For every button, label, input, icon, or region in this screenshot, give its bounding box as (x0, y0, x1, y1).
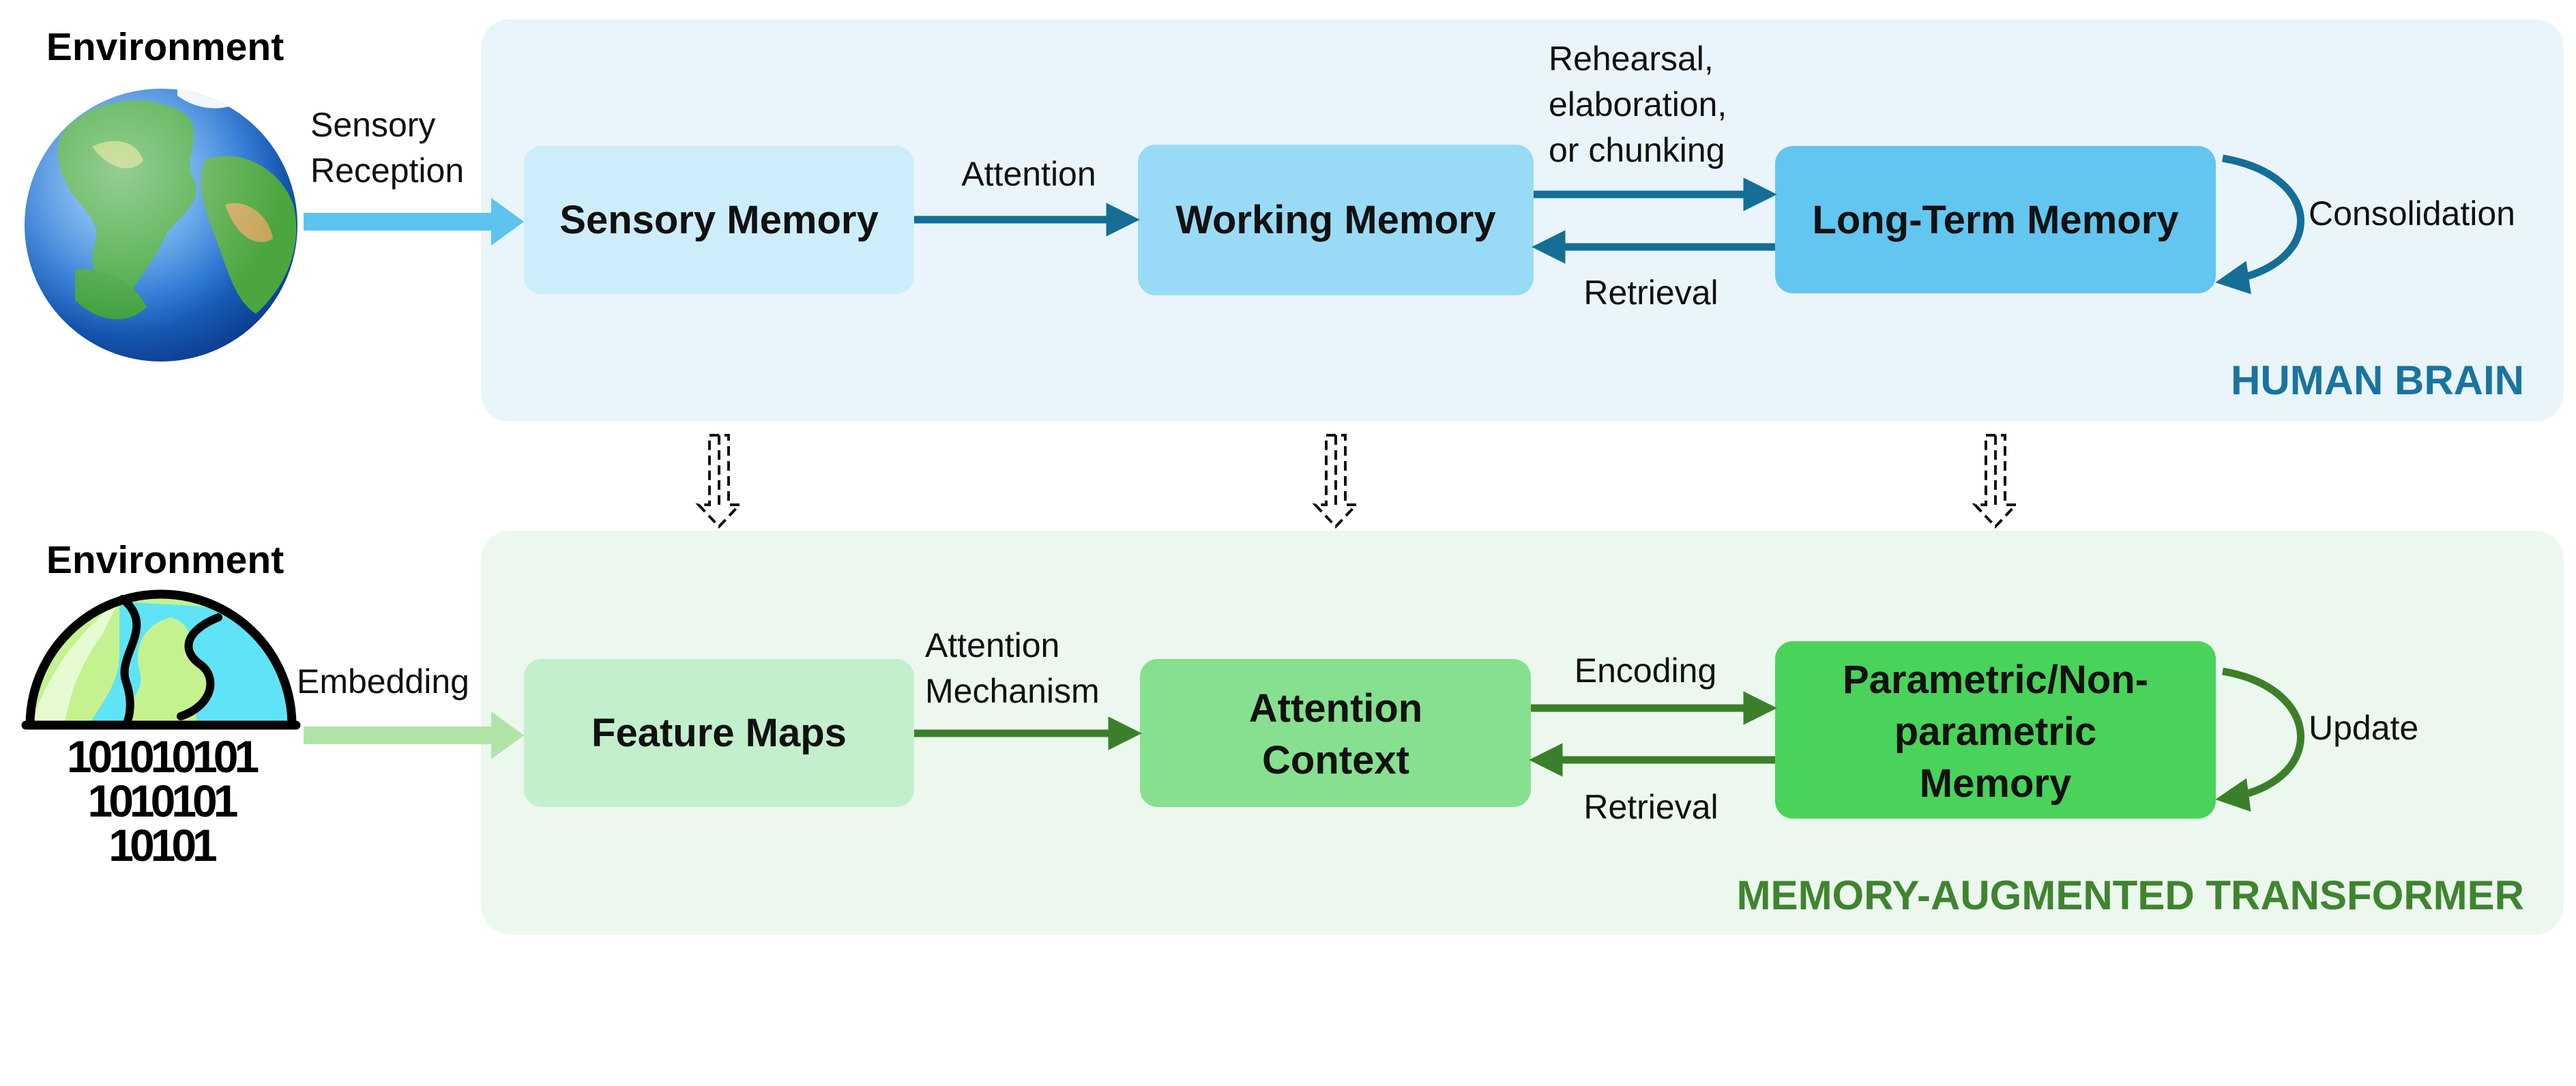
environment-title-bottom: Environment (46, 538, 284, 582)
feature-maps-label: Feature Maps (591, 711, 847, 755)
consolidation-loop-arrow (2215, 154, 2304, 295)
parametric-memory-node: Parametric/Non- parametric Memory (1775, 641, 2216, 819)
long-term-memory-label: Long-Term Memory (1812, 198, 2178, 242)
working-memory-node: Working Memory (1138, 145, 1534, 295)
sensory-memory-node: Sensory Memory (524, 146, 914, 294)
embedding-label: Embedding (297, 662, 469, 701)
rehearsal-label-3: or chunking (1549, 131, 1725, 169)
sensory-reception-label-1: Sensory (310, 106, 435, 144)
correspondence-arrow-1 (695, 434, 743, 529)
attention-context-label-1: Attention (1249, 686, 1423, 731)
sensory-reception-label-2: Reception (310, 151, 464, 190)
encoding-label: Encoding (1575, 651, 1717, 690)
parametric-memory-label-1: Parametric/Non- (1843, 658, 2148, 702)
binary-line-1: 101010101 (67, 731, 259, 782)
rehearsal-label-2: elaboration, (1549, 85, 1727, 123)
attention-label: Attention (961, 155, 1096, 193)
earth-globe-icon (25, 89, 297, 362)
retrieval-label-bottom: Retrieval (1583, 788, 1718, 826)
feature-maps-node: Feature Maps (524, 659, 914, 807)
rehearsal-label-1: Rehearsal, (1549, 40, 1714, 78)
attention-context-node: Attention Context (1140, 659, 1531, 807)
sensory-memory-label: Sensory Memory (559, 198, 878, 242)
update-label: Update (2309, 709, 2418, 747)
environment-title-top: Environment (46, 25, 284, 69)
attention-context-label-2: Context (1262, 738, 1409, 782)
binary-globe-icon: 101010101 1010101 10101 (21, 589, 301, 870)
update-loop-arrow (2215, 667, 2304, 812)
sensory-input-arrow (304, 198, 524, 246)
attention-mechanism-label-2: Mechanism (925, 672, 1100, 710)
attention-mechanism-label-1: Attention (925, 626, 1059, 664)
correspondence-arrow-2 (1312, 434, 1360, 529)
long-term-memory-node: Long-Term Memory (1775, 146, 2216, 293)
binary-line-2: 1010101 (88, 776, 237, 826)
consolidation-label: Consolidation (2309, 194, 2515, 233)
working-memory-label: Working Memory (1175, 198, 1495, 242)
correspondence-arrow-3 (1972, 434, 2019, 529)
transformer-label: MEMORY-AUGMENTED TRANSFORMER (1737, 872, 2524, 918)
parametric-memory-label-2: parametric (1894, 709, 2097, 754)
binary-line-3: 10101 (108, 820, 216, 870)
retrieval-label-top: Retrieval (1583, 274, 1718, 312)
embedding-input-arrow (304, 711, 524, 759)
human-brain-label: HUMAN BRAIN (2231, 357, 2524, 403)
parametric-memory-label-3: Memory (1920, 761, 2071, 806)
